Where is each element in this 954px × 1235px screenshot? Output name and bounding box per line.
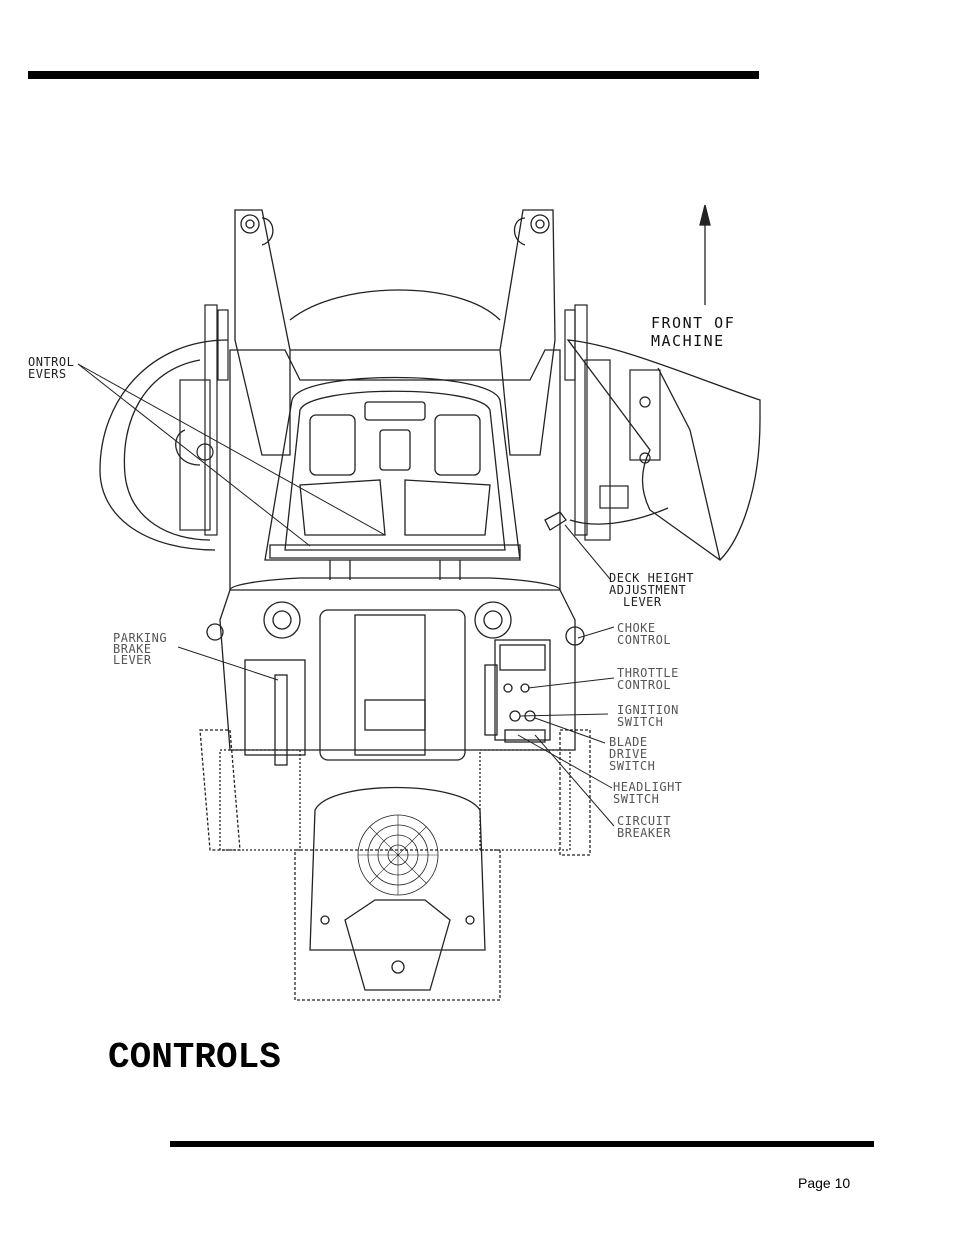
bottom-rule [170, 1141, 874, 1147]
front-arrow-icon [699, 204, 711, 305]
parking-brake-line-3: LEVER [113, 653, 152, 667]
blade-drive-line-2: DRIVE [609, 747, 648, 761]
deck-height-line-2: ADJUSTMENT [609, 583, 687, 597]
headlight-line-2: SWITCH [613, 792, 660, 806]
control-levers-line-1: ONTROL [28, 355, 75, 369]
circuit-breaker-label: CIRCUIT BREAKER [617, 815, 671, 839]
circuit-breaker-line-2: BREAKER [617, 826, 672, 840]
circuit-breaker-line-1: CIRCUIT [617, 814, 672, 828]
blade-drive-line-1: BLADE [609, 735, 648, 749]
control-levers-line-2: EVERS [28, 367, 67, 381]
parking-brake-line-1: PARKING [113, 631, 168, 645]
blade-drive-line-3: SWITCH [609, 759, 656, 773]
parking-brake-lever-label: PARKING BRAKE LEVER [113, 631, 168, 667]
throttle-line-2: CONTROL [617, 678, 672, 692]
blade-drive-switch-label: BLADE DRIVE SWITCH [609, 736, 655, 772]
choke-line-2: CONTROL [617, 633, 672, 647]
front-of-machine-label: FRONT OF MACHINE [651, 314, 735, 350]
ignition-switch-label: IGNITION SWITCH [617, 704, 679, 728]
choke-line-1: CHOKE [617, 621, 656, 635]
deck-height-adjustment-lever-label: DECK HEIGHT ADJUSTMENT LEVER [609, 572, 694, 608]
throttle-line-1: THROTTLE [617, 666, 679, 680]
headlight-switch-label: HEADLIGHT SWITCH [613, 781, 683, 805]
choke-control-label: CHOKE CONTROL [617, 622, 671, 646]
parking-brake-line-2: BRAKE [113, 642, 152, 656]
throttle-control-label: THROTTLE CONTROL [617, 667, 679, 691]
page-title: CONTROLS [108, 1037, 281, 1078]
mower-controls-diagram [77, 204, 761, 1001]
deck-height-line-1: DECK HEIGHT [609, 571, 694, 585]
front-of-machine-line-1: FRONT OF [651, 314, 736, 332]
deck-height-line-3: LEVER [623, 595, 662, 609]
headlight-line-1: HEADLIGHT [613, 780, 683, 794]
ignition-line-1: IGNITION [617, 703, 679, 717]
ignition-line-2: SWITCH [617, 715, 664, 729]
page-number: Page 10 [798, 1175, 851, 1191]
control-levers-label: ONTROL EVERS [28, 356, 74, 380]
front-of-machine-line-2: MACHINE [651, 332, 725, 350]
top-rule [28, 71, 759, 79]
